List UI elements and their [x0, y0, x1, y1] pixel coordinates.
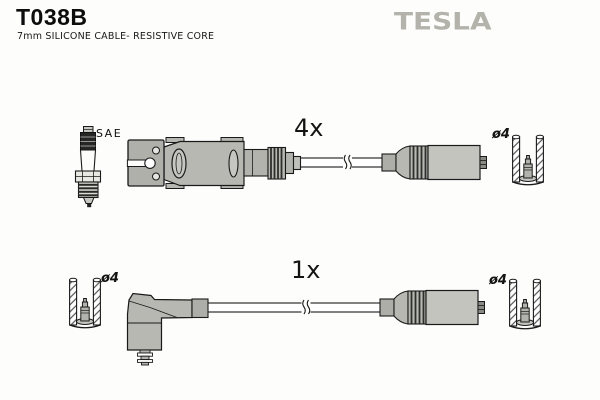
spark-plug-icon [74, 126, 102, 208]
row2-right-terminal-cross-section [508, 278, 542, 330]
row1-cable [297, 154, 385, 170]
sae-standard-label: SAE [96, 127, 123, 140]
part-number: T038B [16, 4, 88, 30]
row2-cable [205, 299, 383, 315]
row2-quantity-label: 1x [291, 256, 321, 284]
row2-distributor-end-connector [379, 289, 486, 326]
cap-end-block [126, 139, 165, 187]
row1-terminal-cross-section [511, 134, 545, 186]
cable-spec-subtitle: 7mm SILICONE CABLE- RESISTIVE CORE [17, 31, 215, 42]
cable-break-mark [301, 300, 311, 315]
row1-distributor-end-connector [381, 144, 488, 181]
cable-break-mark [343, 155, 352, 170]
row1-terminal-diameter-label: ø4 [492, 127, 510, 142]
tesla-logo: TESLA [394, 8, 492, 36]
row2-right-terminal-diameter-label: ø4 [489, 273, 507, 288]
boot-terminal-stud [137, 349, 153, 366]
row1-quantity-label: 4x [294, 114, 324, 142]
row2-left-terminal-cross-section [68, 277, 102, 329]
row2-left-terminal-diameter-label: ø4 [101, 271, 119, 286]
row2-angled-plug-boot [126, 292, 209, 366]
row1-straight-plug-boot [126, 137, 302, 189]
